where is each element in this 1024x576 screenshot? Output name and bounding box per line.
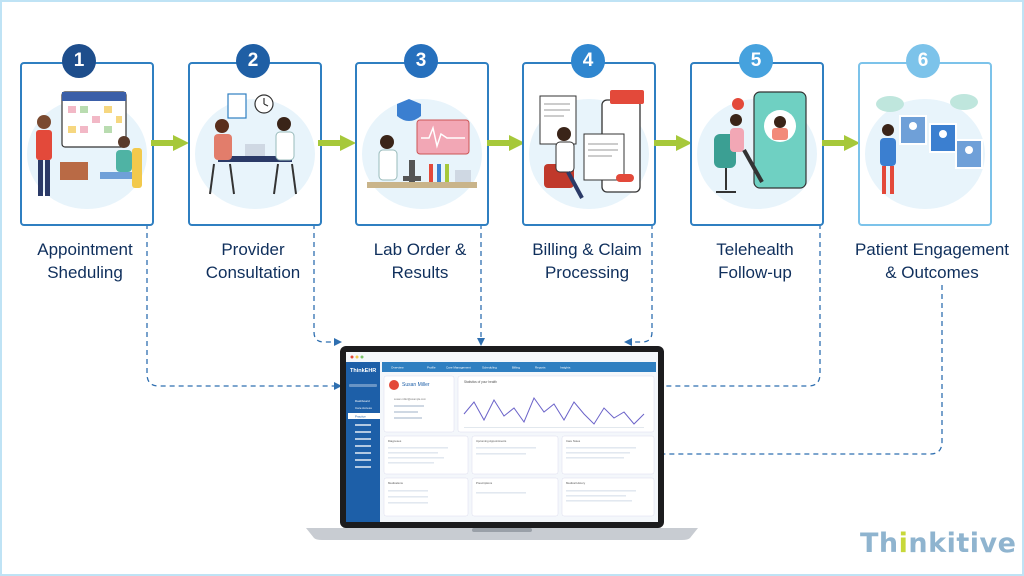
arrow-1-to-2 [151,135,189,151]
arrowhead-4 [624,338,632,346]
connector-step-4 [628,224,653,343]
panel-title-2: Care Notes [566,439,581,443]
panel-title-4: Prescriptions [476,481,493,485]
panel-2 [561,435,655,475]
patient-name: Susan Miller [402,382,430,388]
step-number-6: 6 [906,44,940,78]
step-number-2: 2 [236,44,270,78]
patient-email: susan.miller@example.com [394,397,426,401]
step-card-2 [188,62,322,226]
step-label-1: Appointment Sheduling [37,240,133,282]
nav-tab-4[interactable]: Billing [512,366,520,370]
billing-illustration [529,90,649,209]
engagement-illustration [865,94,985,209]
nav-tab-6[interactable]: Insights [560,366,571,370]
lab-illustration [362,99,482,209]
sidebar-item-care-access[interactable]: Care Access [355,406,372,410]
step-label-3: Lab Order & Results [373,240,467,282]
step-label-6: Patient Engagement & Outcomes [854,240,1010,282]
nav-tab-5[interactable]: Reports [535,366,546,370]
nav-tab-3[interactable]: Scheduling [482,366,497,370]
step-card-3 [355,62,489,226]
ehr-sidebar [346,362,380,522]
step-card-6 [858,62,992,226]
panel-4 [471,477,559,517]
sidebar-active-highlight [348,413,380,419]
step-card-5 [690,62,824,226]
panel-title-0: Diagnoses [388,439,402,443]
step-label-4: Billing & Claim Processing [532,240,642,282]
step-label-2: Provider Consultation [205,240,301,282]
panel-title-3: Medications [388,481,404,485]
connector-step-6 [634,285,943,455]
arrow-2-to-3 [318,135,356,151]
sidebar-item-practice[interactable]: Practice [355,415,366,419]
laptop-base [306,528,698,540]
telehealth-illustration [697,91,817,209]
step-number-5: 5 [739,44,773,78]
panel-0 [383,435,469,475]
laptop-ehr-dashboard: ThinkEHR Dashboard Care Access Practice … [306,346,698,540]
panel-title-5: Medical History [566,481,586,485]
step-label-5: Telehealth Follow-up [716,240,794,282]
step-card-4 [522,62,656,226]
panel-1 [471,435,559,475]
nav-tab-1[interactable]: Profile [427,366,436,370]
patient-avatar [389,380,399,390]
arrow-5-to-6 [822,135,860,151]
step-number-4: 4 [571,44,605,78]
scheduling-illustration [27,91,147,209]
step-number-3: 3 [404,44,438,78]
sidebar-item-dashboard[interactable]: Dashboard [355,399,370,403]
arrow-3-to-4 [487,135,525,151]
consultation-illustration [195,93,315,209]
ehr-logo: ThinkEHR [350,368,376,374]
health-chart-panel [457,375,655,433]
step-card-1 [20,62,154,226]
arrowhead-2 [334,338,342,346]
arrow-4-to-5 [654,135,692,151]
ehr-top-nav [382,362,656,372]
thinkitive-logo: Thinkitive [860,528,1017,559]
arrowhead-3 [477,338,485,346]
health-chart-line [463,396,645,425]
nav-tab-2[interactable]: Care Management [446,366,471,370]
step-number-1: 1 [62,44,96,78]
laptop-notch [472,528,532,532]
connector-step-2 [313,224,338,343]
panel-5 [561,477,655,517]
health-chart-title: Statistics of your health [464,380,497,384]
window-dots [350,355,364,359]
arrowhead-1 [334,382,342,390]
panel-title-1: Upcoming Appointments [476,439,507,443]
nav-tab-0[interactable]: Overview [391,366,404,370]
